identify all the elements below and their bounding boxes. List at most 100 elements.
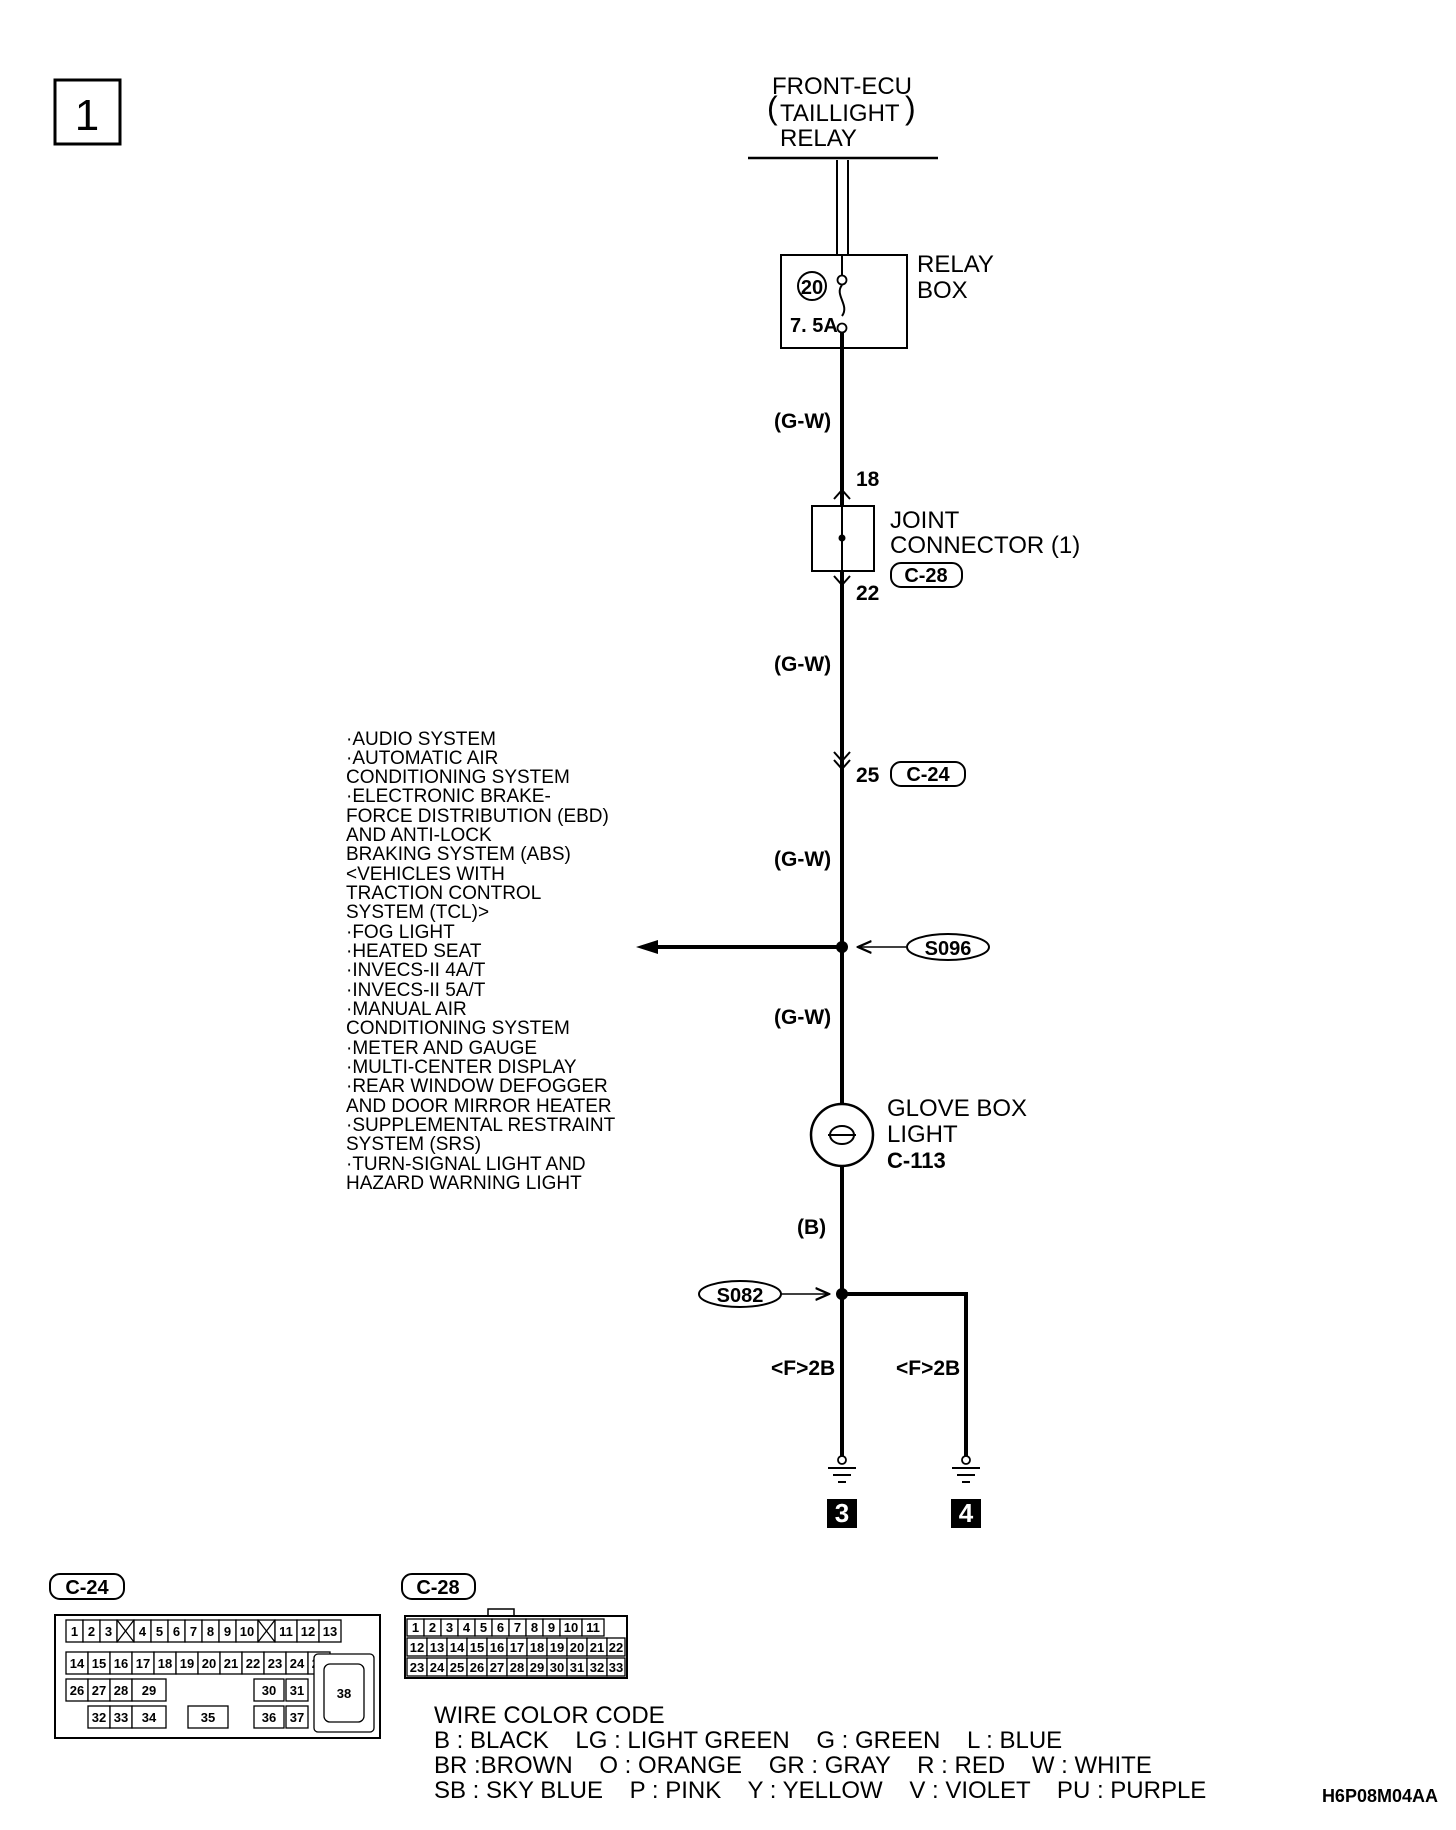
wire-color-label-6: <F>2B	[771, 1357, 835, 1380]
connector-arrow-icon	[833, 488, 851, 500]
branch-item: ·TURN-SIGNAL LIGHT AND	[346, 1154, 586, 1175]
legend-line-1: B : BLACK LG : LIGHT GREEN G : GREEN L :…	[434, 1727, 1062, 1754]
c24-pin: 26	[70, 1683, 84, 1698]
fuse-icon	[838, 284, 846, 317]
c24-pin: 34	[142, 1710, 157, 1725]
c28-pin: 22	[609, 1640, 623, 1655]
c28-pin: 7	[514, 1620, 521, 1635]
c24-pin: 23	[268, 1656, 282, 1671]
branch-item: ·SUPPLEMENTAL RESTRAINT	[346, 1115, 616, 1136]
c24-pin: 20	[202, 1656, 216, 1671]
relay-box-label-2: BOX	[917, 277, 968, 304]
ground-icon	[952, 1455, 980, 1483]
c28-pin: 19	[550, 1640, 564, 1655]
joint-pin-in: 18	[856, 468, 880, 491]
c28-pin: 8	[531, 1620, 538, 1635]
c24-pin: 28	[114, 1683, 128, 1698]
c24-pin: 10	[240, 1624, 254, 1639]
glove-box-light: GLOVE BOX LIGHT C-113	[809, 1095, 1027, 1173]
c24-connector-diagram: C-24 1 2 3 4 5 6 7 8 9 10 11 12 13 14 15…	[49, 1573, 381, 1739]
c28-pin: 27	[490, 1660, 504, 1675]
branch-item: <VEHICLES WITH	[346, 864, 505, 885]
relay-label: RELAY	[780, 125, 857, 152]
wire-color-label-2: (G-W)	[774, 653, 831, 676]
wire-color-label-5: (B)	[797, 1216, 826, 1239]
branch-item: CONDITIONING SYSTEM	[346, 1018, 570, 1039]
taillight-label: TAILLIGHT	[780, 100, 900, 127]
c24-pin: 2	[88, 1624, 95, 1639]
c24-pin: 25	[856, 764, 880, 787]
connector-arrow-icon	[833, 759, 851, 771]
wire-color-label-4: (G-W)	[774, 1006, 831, 1029]
c28-pin: 3	[446, 1620, 453, 1635]
glove-box-label-2: LIGHT	[887, 1121, 958, 1148]
legend-title: WIRE COLOR CODE	[434, 1702, 665, 1729]
c28-pin: 23	[410, 1660, 424, 1675]
c28-pin: 1	[412, 1620, 419, 1635]
c28-pin: 29	[530, 1660, 544, 1675]
c24-pin: 19	[180, 1656, 194, 1671]
ground-4: 4	[951, 1455, 981, 1528]
c24-pin: 22	[246, 1656, 260, 1671]
c24-pin: 8	[207, 1624, 214, 1639]
c24-code: C-24	[906, 764, 950, 786]
c28-pin: 15	[470, 1640, 484, 1655]
page-number-box: 1	[53, 78, 122, 146]
fuse-rating: 7. 5A	[790, 315, 838, 337]
branch-item: ·AUDIO SYSTEM	[346, 729, 496, 750]
branch-item: ·ELECTRONIC BRAKE-	[346, 786, 551, 807]
relay-box: 20 7. 5A RELAY BOX	[780, 251, 994, 349]
c24-pin: 5	[156, 1624, 163, 1639]
splice-s082-label: S082	[717, 1285, 764, 1307]
branch-item: HAZARD WARNING LIGHT	[346, 1173, 582, 1194]
c28-connector-diagram: C-28 1 2 3 4 5 6 7 8 9 10 11 12 13 14 15…	[401, 1573, 628, 1679]
c28-pin: 31	[570, 1660, 584, 1675]
c28-pin: 30	[550, 1660, 564, 1675]
c24-pin: 36	[262, 1710, 276, 1725]
c24-pin: 13	[323, 1624, 337, 1639]
branch-item: SYSTEM (TCL)>	[346, 902, 489, 923]
c24-pin: 15	[92, 1656, 106, 1671]
c28-pin: 11	[586, 1620, 600, 1635]
wire-color-label-3: (G-W)	[774, 848, 831, 871]
c28-pin: 13	[430, 1640, 444, 1655]
branch-item: TRACTION CONTROL	[346, 883, 541, 904]
branch-item: ·MULTI-CENTER DISPLAY	[346, 1057, 577, 1078]
splice-s082: S082	[698, 1280, 968, 1458]
wire-color-label-7: <F>2B	[896, 1357, 960, 1380]
branch-systems-list: ·AUDIO SYSTEM ·AUTOMATIC AIR CONDITIONIN…	[346, 729, 616, 1194]
joint-connector-code: C-28	[904, 565, 947, 587]
legend-line-3: SB : SKY BLUE P : PINK Y : YELLOW V : VI…	[434, 1777, 1206, 1804]
c28-pin: 14	[450, 1640, 465, 1655]
c28-pin: 21	[590, 1640, 604, 1655]
c24-pin: 11	[279, 1624, 293, 1639]
c28-pin: 25	[450, 1660, 464, 1675]
branch-item: ·INVECS-II 4A/T	[346, 960, 486, 981]
branch-item: ·INVECS-II 5A/T	[346, 980, 486, 1001]
c28-pin: 26	[470, 1660, 484, 1675]
fuse-number: 20	[801, 277, 823, 299]
c24-pin: 37	[290, 1710, 304, 1725]
ground-3: 3	[827, 1455, 857, 1528]
c24-pin: 29	[142, 1683, 156, 1698]
connector-arrow-icon	[833, 751, 851, 763]
branch-item: ·AUTOMATIC AIR	[346, 748, 498, 769]
branch-item: SYSTEM (SRS)	[346, 1134, 481, 1155]
wire-color-code-legend: WIRE COLOR CODE B : BLACK LG : LIGHT GRE…	[434, 1702, 1206, 1804]
c28-pin: 5	[480, 1620, 487, 1635]
c24-pin: 18	[158, 1656, 172, 1671]
page-number: 1	[75, 91, 99, 140]
c24-pin: 14	[70, 1656, 85, 1671]
branch-item: ·METER AND GAUGE	[346, 1038, 537, 1059]
branch-item: ·MANUAL AIR	[346, 999, 467, 1020]
c24-pin: 21	[224, 1656, 238, 1671]
c24-pin: 30	[262, 1683, 276, 1698]
c24-pin: 32	[92, 1710, 106, 1725]
c28-pin: 6	[497, 1620, 504, 1635]
branch-item: ·FOG LIGHT	[346, 922, 455, 943]
joint-connector: 18 22 JOINT CONNECTOR (1) C-28	[811, 468, 1080, 605]
c24-pin: 12	[301, 1624, 315, 1639]
c24-pin: 9	[224, 1624, 231, 1639]
branch-item: ·HEATED SEAT	[346, 941, 482, 962]
